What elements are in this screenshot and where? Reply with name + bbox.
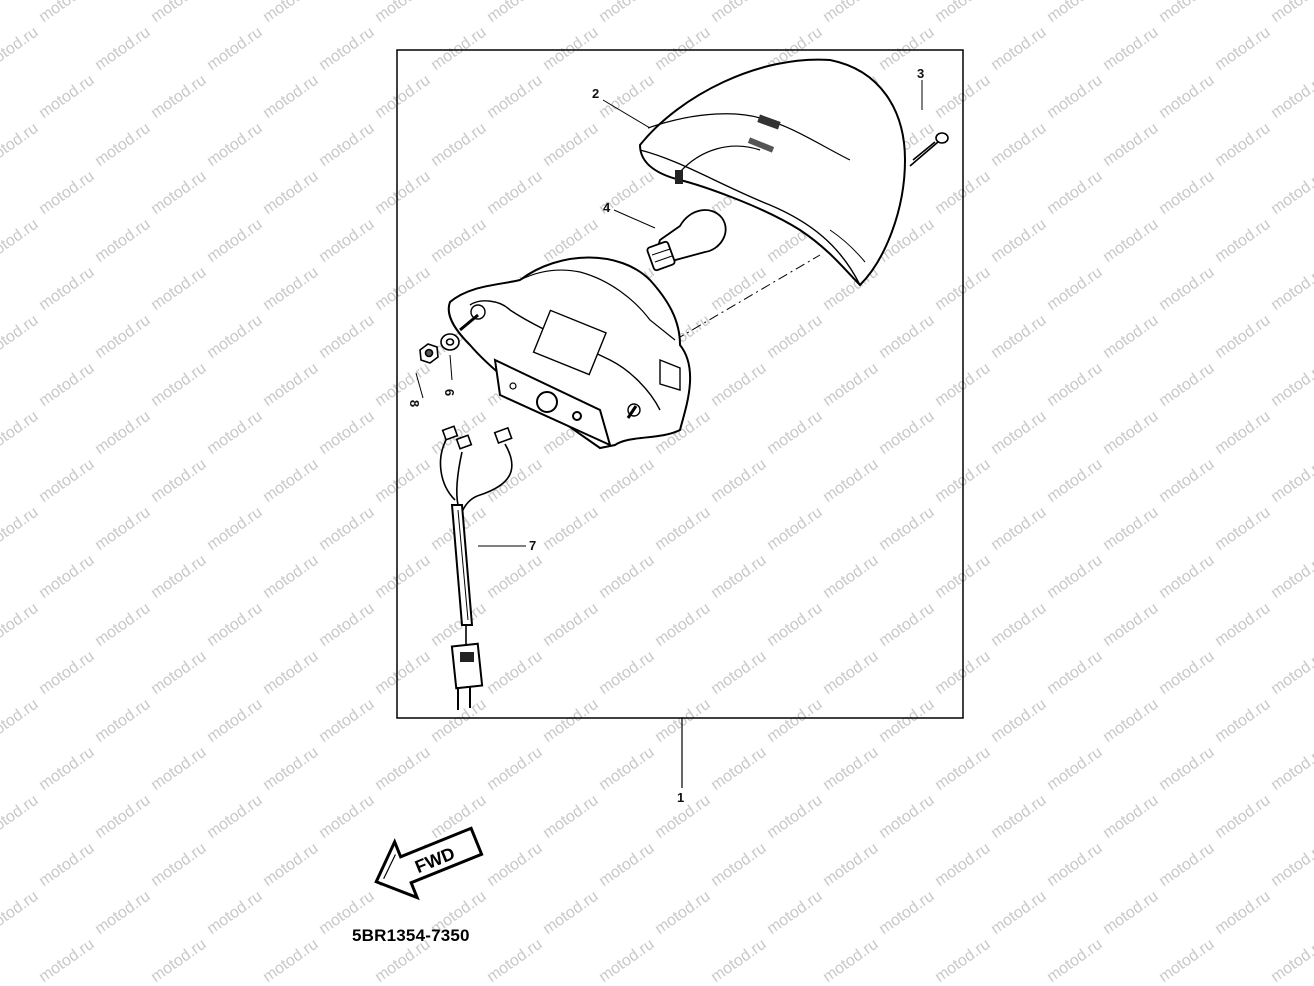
assembly-frame: [396, 49, 964, 719]
wire-harness-part: [439, 425, 513, 710]
callout-8: 8: [407, 399, 423, 408]
nut-part: [419, 343, 439, 364]
housing-part: [447, 256, 692, 450]
callout-4: 4: [603, 200, 611, 215]
part-code: 5BR1354-7350: [352, 926, 470, 945]
callout-1: 1: [677, 790, 685, 805]
callout-2: 2: [592, 86, 600, 101]
callout-3: 3: [917, 66, 925, 81]
callout-6: 6: [442, 388, 458, 397]
screw-part: [909, 132, 949, 167]
washer-part: [440, 333, 460, 351]
bulb-part: [646, 209, 727, 272]
lens-part: [638, 58, 907, 287]
alignment-line: [674, 254, 821, 341]
fwd-arrow-icon: FWD: [374, 826, 484, 901]
callout-7: 7: [529, 538, 537, 553]
leader-lines: [415, 80, 923, 547]
